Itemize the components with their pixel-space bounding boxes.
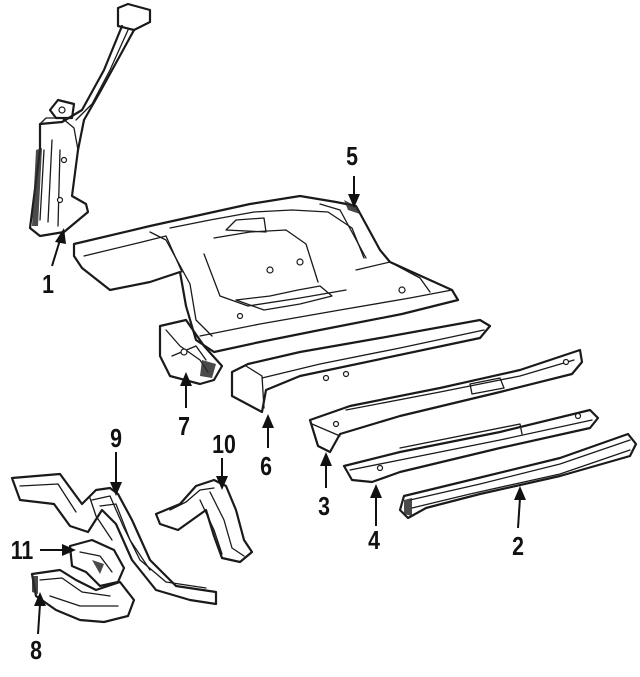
callout-9: 9	[110, 423, 122, 453]
part-2-rocker-panel	[398, 432, 638, 520]
callout-4: 4	[368, 525, 380, 555]
callout-11: 11	[10, 535, 34, 565]
callout-3: 3	[318, 491, 330, 521]
callout-8: 8	[30, 635, 42, 665]
callout-7: 7	[178, 411, 190, 441]
callout-10: 10	[212, 429, 236, 459]
part-5-floor-pan	[72, 194, 460, 354]
callout-1: 1	[42, 269, 54, 299]
part-9-crossmember	[10, 472, 218, 606]
part-4-sill	[342, 408, 600, 484]
callout-2: 2	[512, 531, 524, 561]
part-11-bracket	[68, 538, 126, 588]
part-3-rocker	[308, 348, 584, 454]
part-8-bracket	[30, 568, 136, 624]
callout-6: 6	[260, 451, 272, 481]
part-10-bracket	[154, 478, 254, 564]
callout-5: 5	[346, 141, 358, 171]
part-7-bracket	[158, 318, 224, 386]
part-1-pillar	[28, 2, 152, 238]
part-6-inner-rocker	[230, 318, 492, 414]
callout-leaders	[34, 176, 526, 635]
